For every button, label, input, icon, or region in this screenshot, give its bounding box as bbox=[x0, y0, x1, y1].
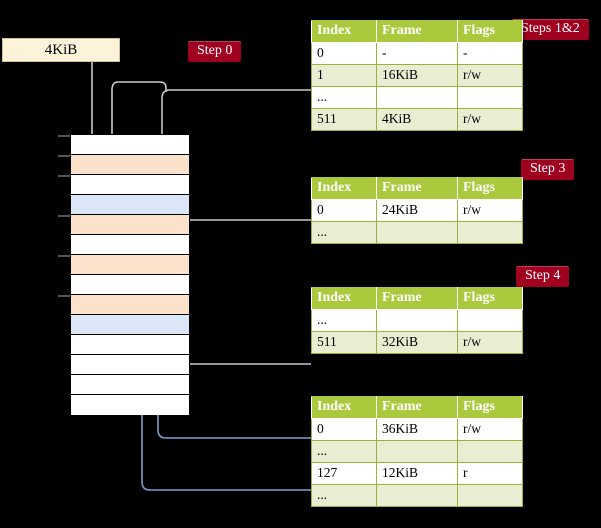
table-cell: r/w bbox=[457, 199, 523, 222]
table-cell: r/w bbox=[457, 108, 523, 131]
table-cell: 16KiB bbox=[376, 64, 458, 87]
badge-step-0-label: Step 0 bbox=[197, 43, 233, 58]
memory-tick bbox=[58, 155, 71, 157]
memory-frame-row bbox=[71, 395, 189, 415]
table-cell bbox=[376, 484, 458, 507]
column-header-index: Index bbox=[311, 396, 377, 419]
memory-frame-row bbox=[71, 195, 189, 215]
memory-frame-row bbox=[71, 255, 189, 275]
table-row: ... bbox=[311, 484, 523, 507]
memory-tick bbox=[58, 255, 71, 257]
table-cell: 127 bbox=[311, 462, 377, 485]
column-header-flags: Flags bbox=[457, 396, 523, 419]
table-row: 0-- bbox=[311, 42, 523, 65]
table-cell bbox=[457, 309, 523, 332]
column-header-flags: Flags bbox=[457, 177, 523, 200]
table-cell: 0 bbox=[311, 418, 377, 441]
badge-steps-1-2: Steps 1&2 bbox=[512, 19, 589, 40]
badge-step-4: Step 4 bbox=[516, 266, 570, 287]
table-cell bbox=[376, 440, 458, 463]
table-cell: 0 bbox=[311, 42, 377, 65]
memory-frame-row bbox=[71, 335, 189, 355]
table-cell bbox=[376, 221, 458, 244]
table-cell bbox=[457, 440, 523, 463]
memory-tick bbox=[58, 215, 71, 217]
table-cell: ... bbox=[311, 309, 377, 332]
table-cell bbox=[376, 309, 458, 332]
table-row: ... bbox=[311, 440, 523, 463]
table-row: ... bbox=[311, 309, 523, 332]
badge-steps-1-2-label: Steps 1&2 bbox=[521, 21, 580, 36]
column-header-frame: Frame bbox=[376, 287, 458, 310]
table-cell: ... bbox=[311, 86, 377, 109]
source-page-box: 4KiB bbox=[2, 38, 120, 62]
badge-step-4-label: Step 4 bbox=[525, 268, 561, 283]
memory-frame-row bbox=[71, 355, 189, 375]
column-header-frame: Frame bbox=[376, 177, 458, 200]
column-header-index: Index bbox=[311, 20, 377, 43]
memory-frame-row bbox=[71, 235, 189, 255]
column-header-index: Index bbox=[311, 177, 377, 200]
memory-frame-row bbox=[71, 275, 189, 295]
table-row: ... bbox=[311, 221, 523, 244]
table-cell bbox=[457, 221, 523, 244]
table-cell: 0 bbox=[311, 199, 377, 222]
table-cell: r/w bbox=[457, 64, 523, 87]
column-header-frame: Frame bbox=[376, 396, 458, 419]
table-cell bbox=[457, 86, 523, 109]
memory-tick bbox=[58, 295, 71, 297]
table-cell: 12KiB bbox=[376, 462, 458, 485]
table-cell: 511 bbox=[311, 108, 377, 131]
table-cell bbox=[376, 86, 458, 109]
table-cell: 24KiB bbox=[376, 199, 458, 222]
badge-step-3: Step 3 bbox=[521, 159, 575, 180]
table-cell: ... bbox=[311, 221, 377, 244]
table-cell: ... bbox=[311, 440, 377, 463]
memory-frame-row bbox=[71, 315, 189, 335]
memory-tick bbox=[58, 135, 71, 137]
column-header-flags: Flags bbox=[457, 20, 523, 43]
table-cell: r/w bbox=[457, 331, 523, 354]
table-cell: 36KiB bbox=[376, 418, 458, 441]
column-header-flags: Flags bbox=[457, 287, 523, 310]
table-cell: 4KiB bbox=[376, 108, 458, 131]
memory-frame-row bbox=[71, 215, 189, 235]
table-cell: r bbox=[457, 462, 523, 485]
table-cell: 32KiB bbox=[376, 331, 458, 354]
column-header-frame: Frame bbox=[376, 20, 458, 43]
table-row: ... bbox=[311, 86, 523, 109]
table-cell: 1 bbox=[311, 64, 377, 87]
column-header-index: Index bbox=[311, 287, 377, 310]
table-cell: ... bbox=[311, 484, 377, 507]
badge-step-3-label: Step 3 bbox=[530, 161, 566, 176]
memory-frame-row bbox=[71, 375, 189, 395]
table-cell: - bbox=[457, 42, 523, 65]
source-page-label: 4KiB bbox=[44, 41, 78, 58]
physical-memory-column bbox=[70, 134, 190, 415]
table-cell: 511 bbox=[311, 331, 377, 354]
memory-frame-row bbox=[71, 155, 189, 175]
table-cell: r/w bbox=[457, 418, 523, 441]
badge-step-0: Step 0 bbox=[188, 41, 242, 62]
table-cell: - bbox=[376, 42, 458, 65]
memory-frame-row bbox=[71, 135, 189, 155]
memory-frame-row bbox=[71, 295, 189, 315]
memory-tick bbox=[58, 175, 71, 177]
memory-frame-row bbox=[71, 175, 189, 195]
table-cell bbox=[457, 484, 523, 507]
